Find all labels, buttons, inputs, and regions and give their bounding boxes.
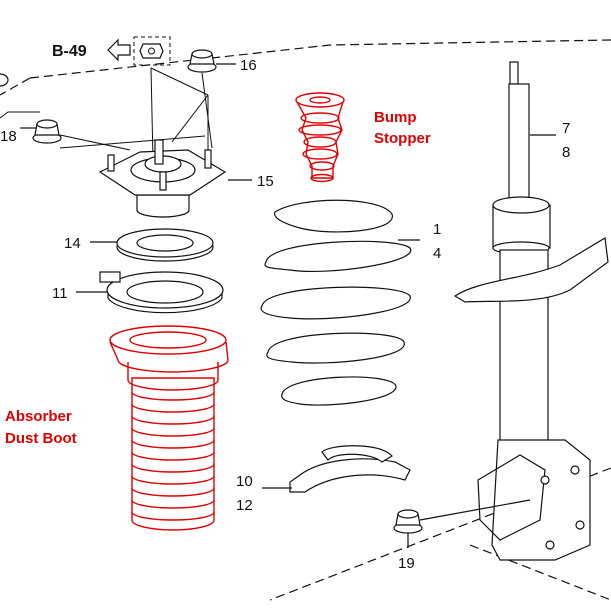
absorber-dust-boot [109, 325, 229, 531]
partial-nut-edge [0, 73, 9, 87]
part-number-1: 1 [433, 221, 441, 238]
dust-boot-label-line1: Absorber [5, 408, 72, 425]
bearing-14 [90, 228, 214, 262]
part-number-10: 10 [236, 473, 253, 490]
part-number-7: 7 [562, 120, 570, 137]
highlight-callouts: Bump Stopper Absorber Dust Boot [5, 109, 431, 447]
upper-spring-seat-11 [76, 271, 224, 314]
bump-stopper-label-line1: Bump [374, 109, 417, 126]
part-number-18: 18 [0, 128, 17, 145]
part-number-labels: 16 18 15 14 11 1 4 7 8 10 12 19 [0, 57, 570, 572]
part-number-11: 11 [52, 285, 68, 302]
strut-assembly [453, 61, 609, 561]
upper-strut-mount-15 [98, 139, 252, 218]
boot-bellows [131, 391, 215, 521]
part-number-8: 8 [562, 144, 570, 161]
bump-stopper-label-line2: Stopper [374, 130, 431, 147]
reference-label: B-49 [52, 43, 87, 60]
coil-spring [260, 199, 420, 406]
flange-nut-18 [20, 119, 62, 144]
flange-nut-16 [187, 49, 236, 73]
stud-leader-lines [0, 67, 213, 161]
reference-arrow-b49: B-49 [52, 36, 171, 66]
lower-spring-insulator [262, 445, 411, 493]
part-number-16: 16 [240, 57, 257, 74]
part-number-15: 15 [257, 173, 274, 190]
bump-stopper [295, 92, 345, 183]
flange-nut-19 [393, 499, 531, 548]
part-number-19: 19 [398, 555, 415, 572]
part-number-12: 12 [236, 497, 253, 514]
part-number-14: 14 [64, 235, 81, 252]
dust-boot-label-line2: Dust Boot [5, 430, 77, 447]
part-number-4: 4 [433, 245, 441, 262]
